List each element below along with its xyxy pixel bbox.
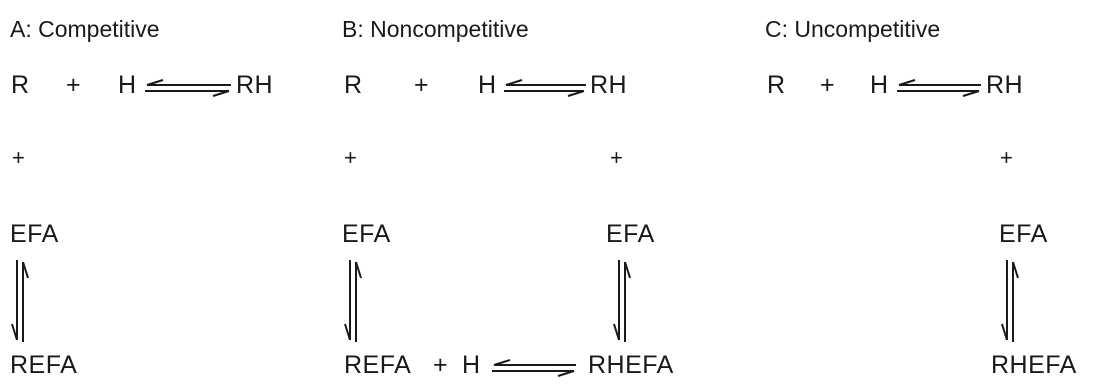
panel-c-equilibrium-arrow-vertical <box>1001 260 1019 342</box>
panel-a-equilibrium-arrow-horizontal <box>145 79 231 97</box>
panel-c-species-rhefa: RHEFA <box>991 351 1077 379</box>
panel-a-reactant-h: H <box>118 71 137 99</box>
panel-b-plus-operator-bottom: + <box>433 351 449 379</box>
panel-c-title: C: Uncompetitive <box>765 16 941 42</box>
panel-b-plus-operator: + <box>414 71 430 99</box>
panel-b-species-refa: REFA <box>344 351 412 379</box>
panel-a-species-efa: EFA <box>10 220 59 248</box>
panel-a-title: A: Competitive <box>10 16 160 42</box>
panel-c-reactant-h: H <box>870 71 889 99</box>
panel-c-species-efa: EFA <box>999 220 1048 248</box>
panel-b-reactant-r: R <box>344 71 363 99</box>
panel-b-equilibrium-arrow-vertical-left <box>344 260 362 342</box>
panel-b-plus-right: + <box>610 145 623 170</box>
panel-c-plus: + <box>1000 145 1013 170</box>
panel-b-reactant-h: H <box>478 71 497 99</box>
panel-a-product-rh: RH <box>236 71 274 99</box>
panel-b-equilibrium-arrow-bottom <box>492 359 576 377</box>
panel-a-plus: + <box>12 145 25 170</box>
panel-c-equilibrium-arrow-horizontal <box>897 79 981 97</box>
panel-b-species-efa-left: EFA <box>342 220 391 248</box>
panel-a-equilibrium-arrow-vertical <box>11 260 29 342</box>
panel-b-equilibrium-arrow-top <box>504 79 586 97</box>
panel-c-plus-operator: + <box>820 71 836 99</box>
panel-b-title: B: Noncompetitive <box>342 16 529 42</box>
panel-b-reactant-h-bottom: H <box>462 351 481 379</box>
panel-b-species-efa-right: EFA <box>606 220 655 248</box>
panel-c-product-rh: RH <box>986 71 1024 99</box>
panel-b-product-rh: RH <box>590 71 628 99</box>
panel-a-species-refa: REFA <box>10 351 78 379</box>
panel-a-reactant-r: R <box>11 71 30 99</box>
panel-b-product-rhefa: RHEFA <box>588 351 674 379</box>
panel-c-reactant-r: R <box>767 71 786 99</box>
panel-b-plus-left: + <box>344 145 357 170</box>
panel-a-plus-operator: + <box>66 71 82 99</box>
panel-b-equilibrium-arrow-vertical-right <box>613 260 631 342</box>
